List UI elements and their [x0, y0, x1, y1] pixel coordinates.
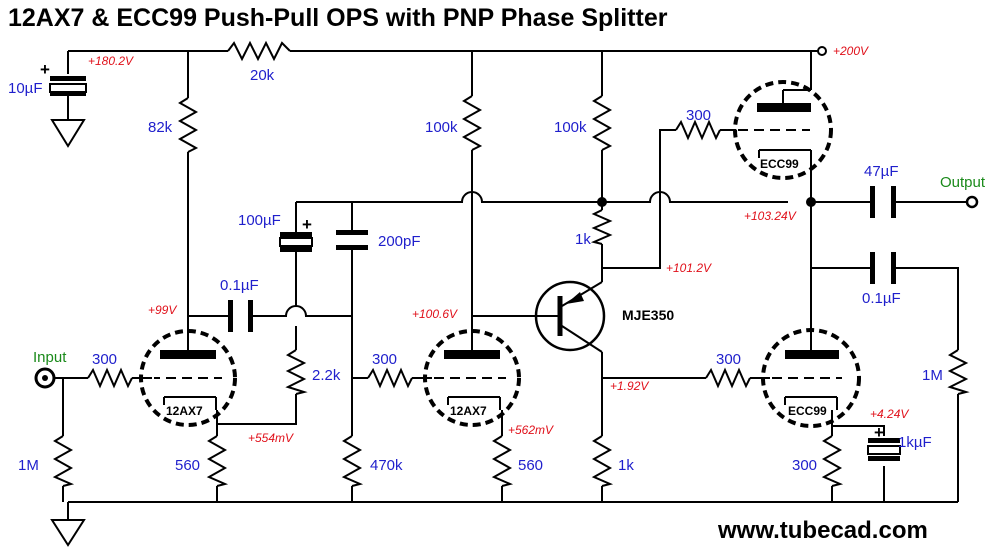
input-label: Input: [33, 349, 67, 366]
v3-label: ECC99: [760, 157, 799, 171]
triode-icon-v4: ECC99: [761, 328, 861, 428]
q-emitter-voltage: +101.2V: [666, 261, 712, 275]
r-v4-grid-value: 300: [716, 351, 741, 368]
r-output-load-value: 1M: [922, 367, 943, 384]
c-v1-out-value: 0.1µF: [220, 277, 259, 294]
resistor-1m-input: [52, 435, 75, 487]
triode-icon-v2: 12AX7: [423, 329, 521, 427]
website-credit: www.tubecad.com: [717, 517, 928, 544]
resistor-82k: [177, 97, 199, 153]
ground-icon: [50, 119, 86, 148]
svg-text:+: +: [40, 60, 50, 79]
junction-dot-icon: [597, 197, 816, 207]
capacitor-icon: [228, 300, 253, 332]
terminal-icon-supply: [817, 46, 827, 56]
electrolytic-capacitor-icon: +: [867, 423, 901, 461]
resistor-300-v4-grid: [705, 367, 751, 389]
supply-filtered-voltage: +180.2V: [88, 54, 134, 68]
resistors: [52, 40, 970, 487]
terminal-icon-output: [965, 195, 979, 209]
resistor-300-v2-grid: [367, 367, 413, 389]
input-jack-icon: [34, 367, 56, 389]
transistor-label: MJE350: [622, 307, 674, 323]
c-v3-out-value: 47µF: [864, 163, 899, 180]
resistor-1k-collector: [591, 435, 614, 487]
c-v4-out-value: 0.1µF: [862, 290, 901, 307]
resistor-560-v1: [206, 435, 229, 487]
c-comp-value: 200pF: [378, 233, 421, 250]
v1-cathode-voltage: +554mV: [248, 431, 294, 445]
v2-cathode-voltage: +562mV: [508, 423, 554, 437]
v1-plate-voltage: +99V: [148, 303, 177, 317]
r-q-base-value: 100k: [554, 119, 587, 136]
resistor-20k: [227, 40, 291, 62]
svg-text:+: +: [302, 215, 312, 234]
triode-icon-v3: ECC99: [733, 80, 833, 180]
output-node-voltage: +103.24V: [744, 209, 797, 223]
resistor-100k-v2: [461, 95, 483, 151]
v4-label: ECC99: [788, 404, 827, 418]
r-q-emitter-value: 1k: [575, 231, 591, 248]
r-input-grid-value: 300: [92, 351, 117, 368]
capacitor-icon: [336, 230, 368, 250]
r-v3-grid-value: 300: [686, 107, 711, 124]
resistor-100k-q: [591, 95, 613, 151]
electrolytic-capacitor-icon: +: [279, 215, 313, 252]
capacitors: + +: [40, 60, 901, 461]
b-plus-voltage: +200V: [833, 44, 869, 58]
c-coupling-value: 100µF: [238, 212, 281, 229]
resistor-300-v3-grid: [675, 119, 721, 141]
resistor-1m-output: [947, 349, 970, 395]
v1-label: 12AX7: [166, 404, 203, 418]
r-v1-plate-value: 82k: [148, 119, 173, 136]
pnp-transistor-icon: [534, 280, 606, 353]
r-v4-cathode-value: 300: [792, 457, 817, 474]
resistor-560-v2: [491, 435, 514, 487]
ground-icon: [50, 519, 86, 547]
capacitor-icon: [870, 186, 896, 218]
r-v2-cathode-value: 560: [518, 457, 543, 474]
resistor-300-input: [87, 367, 133, 389]
svg-text:+: +: [874, 423, 884, 442]
resistor-2-2k: [285, 349, 308, 395]
r-input-ground-value: 1M: [18, 457, 39, 474]
resistor-1k-emitter: [590, 209, 613, 245]
electrolytic-capacitor-icon: +: [40, 60, 87, 96]
v4-cathode-voltage: +4.24V: [870, 407, 909, 421]
c-supply-value: 10µF: [8, 80, 43, 97]
diagram-title: 12AX7 & ECC99 Push-Pull OPS with PNP Pha…: [8, 4, 668, 32]
r-drop-value: 20k: [250, 67, 275, 84]
r-v2-grid-value: 300: [372, 351, 397, 368]
capacitor-icon: [870, 252, 896, 284]
r-feedback-value: 2.2k: [312, 367, 341, 384]
c-v4-bypass-value: 1kµF: [898, 434, 932, 451]
wires: [54, 50, 968, 520]
r-v2-grid-leak-value: 470k: [370, 457, 403, 474]
output-label: Output: [940, 174, 986, 191]
triode-icon-v1: 12AX7: [139, 329, 237, 427]
resistor-300-v4-cathode: [821, 435, 844, 487]
v2-plate-voltage: +100.6V: [412, 307, 458, 321]
r-q-collector-value: 1k: [618, 457, 634, 474]
r-v1-cathode-value: 560: [175, 457, 200, 474]
resistor-470k: [341, 435, 364, 487]
v2-label: 12AX7: [450, 404, 487, 418]
q-collector-voltage: +1.92V: [610, 379, 649, 393]
r-v2-plate-value: 100k: [425, 119, 458, 136]
